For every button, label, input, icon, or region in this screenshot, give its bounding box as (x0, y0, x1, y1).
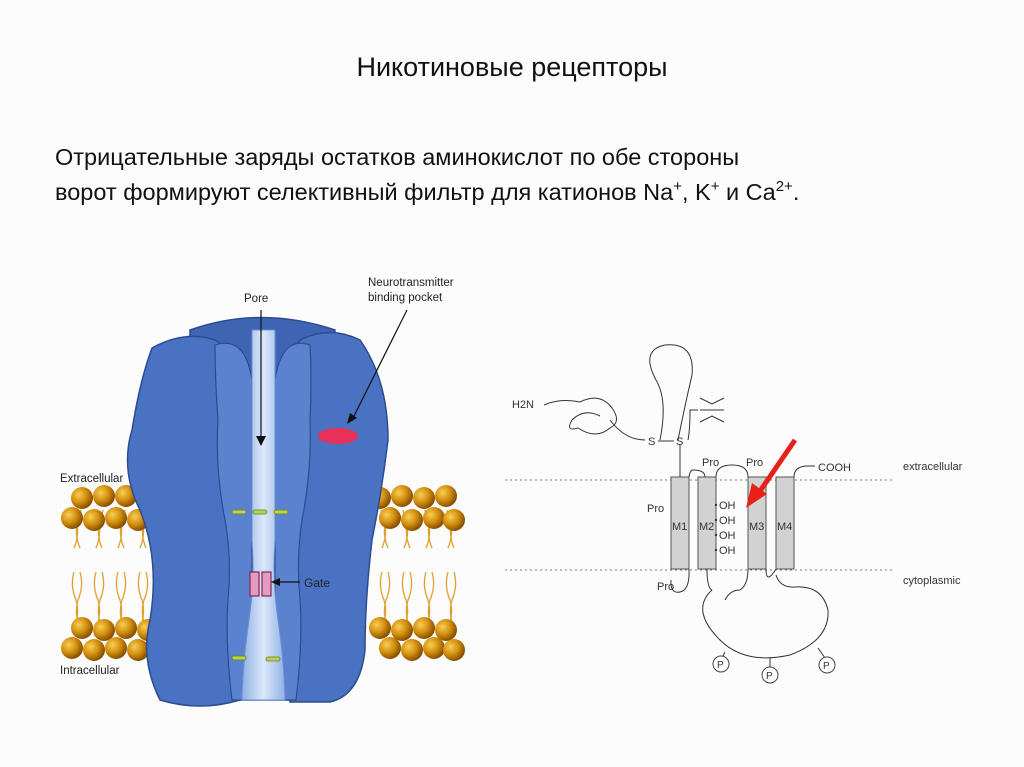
pro-bottom: Pro (657, 581, 674, 593)
body-end: . (792, 179, 800, 205)
oh-3: OH (719, 530, 736, 542)
k-ion: , K (681, 179, 711, 205)
lipid-heads-right-bottom (369, 617, 465, 661)
ss-left: S (648, 436, 655, 448)
p-label-2: P (766, 671, 773, 682)
body-line-1: Отрицательные заряды остатков аминокисло… (55, 144, 740, 170)
oh-4: OH (719, 545, 736, 557)
intracellular-label: Intracellular (60, 665, 120, 677)
slide-body-text: Отрицательные заряды остатков аминокисло… (55, 140, 995, 210)
highlight-arrow (746, 438, 798, 508)
m3-label: M3 (749, 521, 764, 533)
phospho-sites (712, 655, 836, 684)
oh-2: OH (719, 515, 736, 527)
m1-label: M1 (672, 521, 687, 533)
ca-charge: 2+ (775, 178, 793, 195)
lipid-heads-left-bottom (61, 617, 159, 661)
pro-m1: Pro (647, 503, 664, 515)
charge-marks (231, 509, 289, 662)
pore-label: Pore (244, 293, 268, 305)
extracellular-right-label: extracellular (903, 461, 963, 473)
p-label-3: P (823, 661, 830, 672)
pocket-arrow (351, 309, 408, 421)
m4-label: M4 (777, 521, 792, 533)
binding-site (318, 428, 358, 444)
oh-dots (714, 503, 718, 552)
gate (249, 571, 272, 597)
p-label-1: P (717, 660, 724, 671)
extracellular-label: Extracellular (60, 473, 123, 485)
k-charge: + (710, 178, 720, 195)
oh-1: OH (719, 500, 736, 512)
slide-title: Никотиновые рецепторы (356, 52, 668, 82)
gate-label: Gate (304, 576, 330, 590)
cytoplasmic-label: cytoplasmic (903, 575, 961, 587)
ss-right: S (676, 436, 683, 448)
cooh-label: COOH (818, 462, 851, 474)
pro-top-right: Pro (746, 457, 763, 469)
m2-label: M2 (699, 521, 714, 533)
polypeptide-chain (543, 344, 829, 668)
receptor-protein (126, 316, 389, 707)
pro-top-left: Pro (702, 457, 719, 469)
pocket-label-2: binding pocket (368, 292, 443, 304)
body-line-2: ворот формируют селективный фильтр для к… (55, 175, 995, 210)
na-charge: + (673, 178, 682, 195)
body-line-2-start: ворот формируют селективный фильтр для к… (55, 179, 674, 205)
transmembrane-helices (670, 476, 795, 570)
pocket-label-1: Neurotransmitter (368, 277, 454, 289)
ca-ion: и Ca (719, 179, 776, 205)
h2n-label: H2N (512, 399, 534, 411)
